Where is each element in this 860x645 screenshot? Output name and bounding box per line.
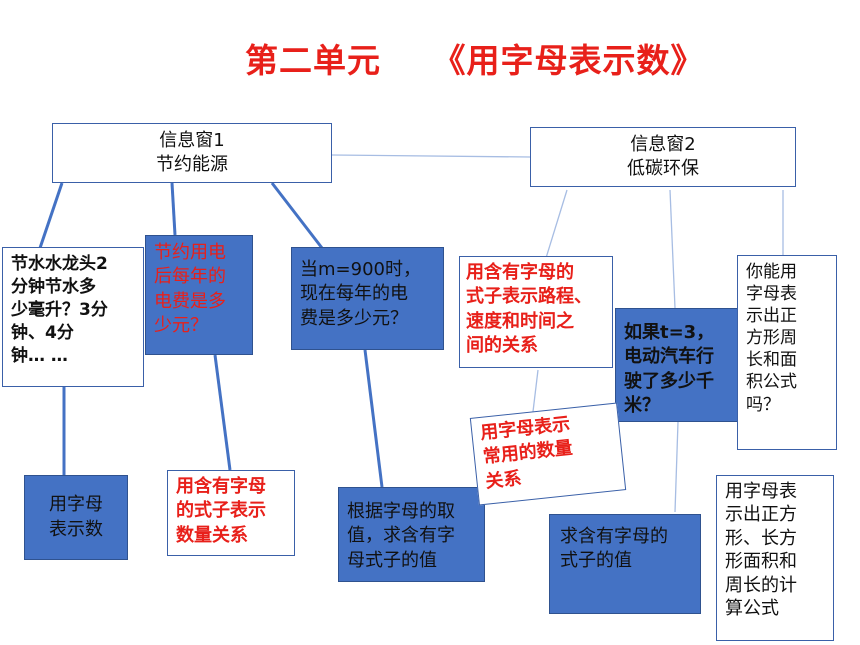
connector-car-to-find-formula — [674, 421, 679, 513]
car-line-3: 驶了多少千 — [624, 370, 714, 392]
formula-quantity-line-1: 用含有字母 — [176, 476, 266, 497]
car-line-1: 如果t=3， — [624, 322, 715, 343]
faucet-line-2: 分钟节水多 — [11, 276, 96, 297]
formula-quantity-line-2: 的式子表示 — [176, 500, 266, 522]
square-q-line-1: 你能用 — [746, 262, 797, 282]
square-q-line-5: 长和面 — [746, 350, 797, 371]
connector-m900-to-find-value — [363, 349, 384, 488]
formula-quantity-line-3: 数量关系 — [176, 524, 248, 546]
find-formula-line-1: 求含有字母的 — [560, 526, 668, 547]
square-formula-question-box: 你能用 字母表 示出正 方形周 长和面 积公式 吗？ — [737, 255, 837, 450]
connector-window1-to-faucet — [38, 182, 64, 249]
faucet-question-box: 节水水龙头2 分钟节水多 少毫升？3分 钟、4分 钟… … — [2, 247, 144, 387]
common-quantity-box: 用字母表示 常用的数量 关系 — [469, 402, 627, 506]
area-line-3: 形、长方 — [725, 527, 797, 549]
info-window-2-topic: 低碳环保 — [627, 158, 699, 179]
area-line-2: 示出正方 — [725, 504, 797, 526]
faucet-line-3: 少毫升？3分 — [11, 299, 108, 320]
faucet-line-5: 钟… … — [11, 345, 68, 366]
square-q-line-7: 吗？ — [746, 394, 780, 415]
square-q-line-6: 积公式 — [746, 372, 797, 393]
square-q-line-3: 示出正 — [746, 306, 797, 327]
area-line-1: 用字母表 — [725, 481, 797, 502]
find-formula-value-box: 求含有字母的 式子的值 — [549, 514, 701, 614]
car-question-box: 如果t=3， 电动汽车行 驶了多少千 米？ — [615, 308, 740, 422]
route-line-1: 用含有字母的 — [466, 262, 574, 283]
letters-represent-numbers-box: 用字母 表示数 — [24, 475, 128, 560]
square-q-line-2: 字母表 — [746, 284, 797, 305]
info-window-2-label: 信息窗2 — [630, 133, 696, 155]
letters-line-1: 用字母 — [49, 494, 103, 516]
route-line-4: 间的关系 — [466, 334, 538, 356]
route-speed-time-box: 用含有字母的 式子表示路程、 速度和时间之 间的关系 — [459, 256, 613, 368]
connector-window1-to-electricity — [170, 182, 177, 236]
m900-line-3: 费是多少元？ — [300, 307, 408, 329]
find-value-line-3: 母式子的值 — [347, 549, 437, 571]
connector-window2-to-route — [545, 189, 568, 259]
connector-window1-to-m900 — [270, 182, 324, 249]
area-perimeter-box: 用字母表 示出正方 形、长方 形面积和 周长的计 算公式 — [716, 475, 834, 641]
faucet-line-4: 钟、4分 — [11, 322, 74, 343]
info-window-1-topic: 节约能源 — [156, 154, 228, 175]
m900-line-2: 现在每年的电 — [300, 283, 408, 305]
info-window-1-label: 信息窗1 — [159, 129, 225, 151]
car-line-2: 电动汽车行 — [624, 346, 714, 368]
route-line-2: 式子表示路程、 — [466, 286, 592, 308]
find-value-by-letter-box: 根据字母的取 值，求含有字 母式子的值 — [338, 487, 485, 582]
area-line-4: 形面积和 — [725, 551, 797, 573]
area-line-6: 算公式 — [725, 597, 779, 619]
electricity-line-3: 电费是多 — [154, 290, 226, 312]
electricity-line-1: 节约用电 — [154, 242, 226, 263]
page-title: 第二单元 《用字母表示数》 — [245, 41, 705, 80]
car-line-4: 米？ — [624, 394, 660, 416]
electricity-question-box: 节约用电 后每年的 电费是多 少元？ — [145, 235, 253, 355]
connector-window2-to-car — [669, 189, 676, 309]
info-window-2: 信息窗2 低碳环保 — [530, 127, 796, 187]
formula-quantity-box: 用含有字母 的式子表示 数量关系 — [167, 470, 295, 556]
area-line-5: 周长的计 — [725, 574, 797, 596]
connector-window1-to-window2 — [331, 154, 531, 158]
find-formula-line-2: 式子的值 — [560, 550, 632, 572]
info-window-1: 信息窗1 节约能源 — [52, 123, 332, 183]
electricity-line-2: 后每年的 — [154, 266, 226, 288]
faucet-line-1: 节水水龙头2 — [11, 254, 108, 274]
m900-line-1: 当m=900时， — [300, 259, 421, 280]
route-line-3: 速度和时间之 — [466, 310, 574, 332]
square-q-line-4: 方形周 — [746, 328, 797, 349]
find-value-line-2: 值，求含有字 — [347, 525, 455, 547]
find-value-line-1: 根据字母的取 — [347, 501, 455, 522]
connector-electricity-to-formula — [213, 354, 232, 471]
m900-question-box: 当m=900时， 现在每年的电 费是多少元？ — [291, 247, 444, 350]
electricity-line-4: 少元？ — [154, 314, 208, 336]
letters-line-2: 表示数 — [49, 518, 103, 540]
